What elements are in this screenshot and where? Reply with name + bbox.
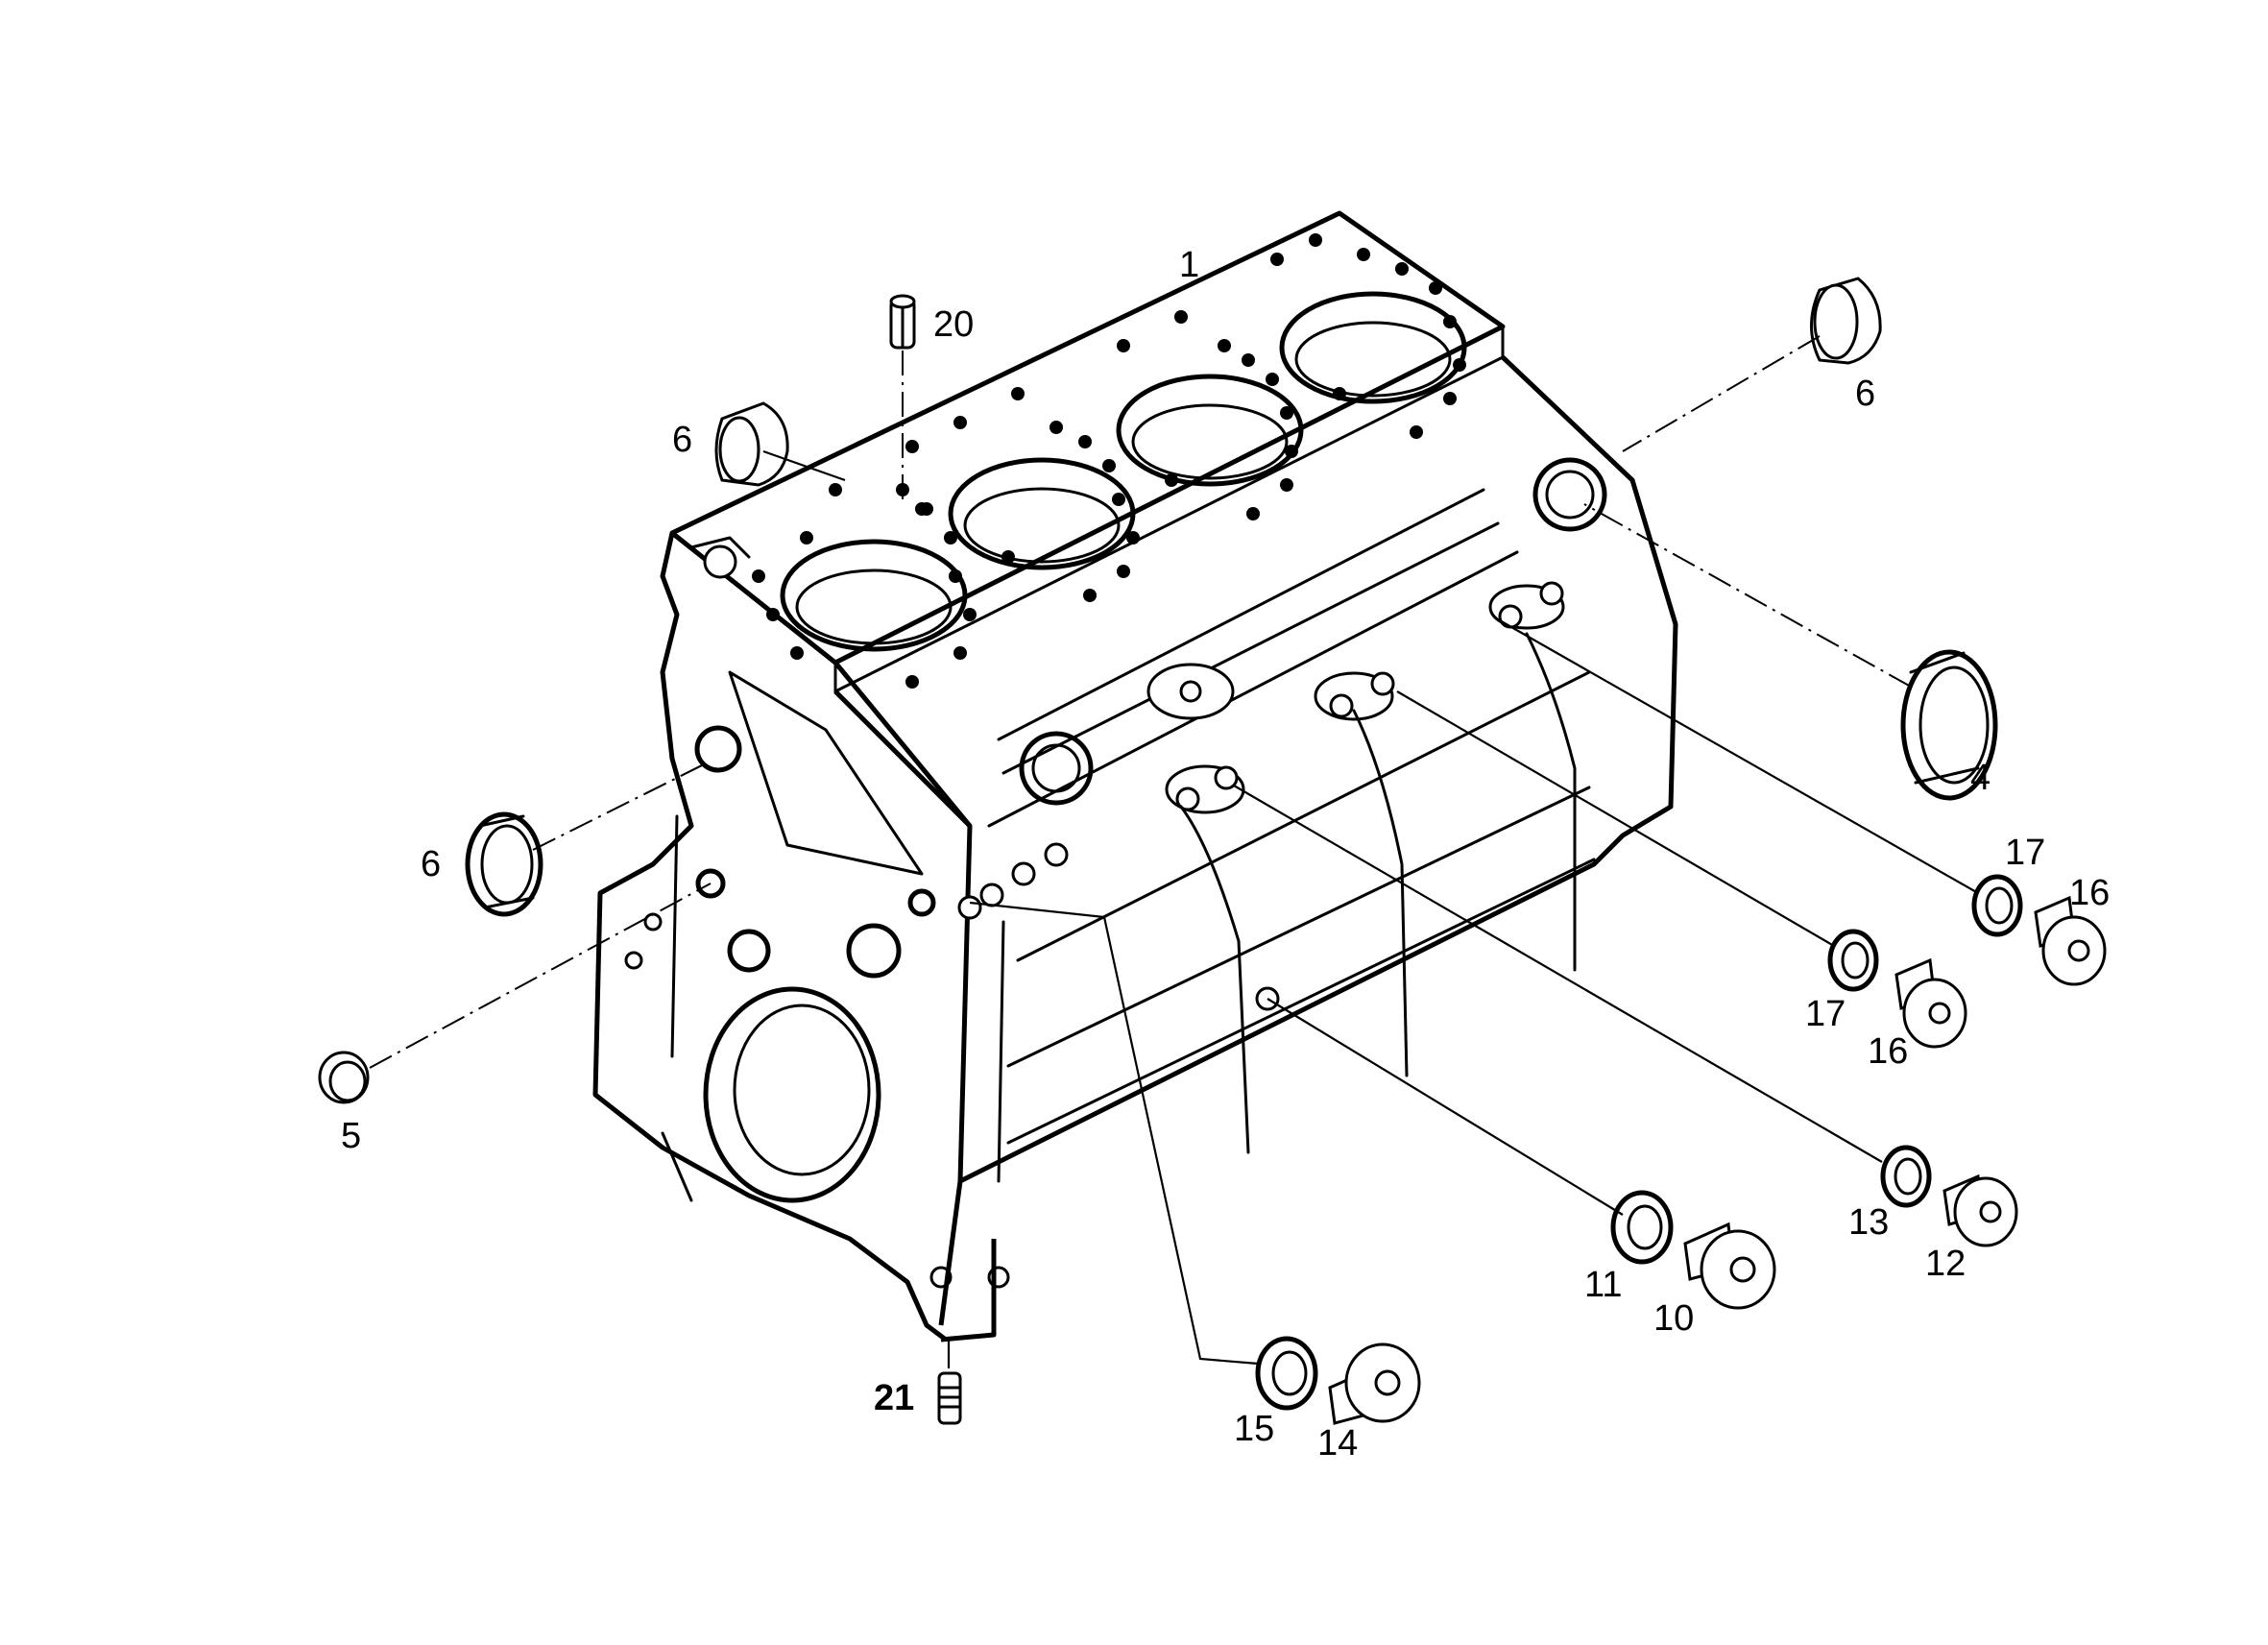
washer-15 <box>1255 1336 1318 1411</box>
callout-17-upper: 17 <box>2005 833 2045 873</box>
engine-block <box>592 210 1678 1343</box>
callout-12: 12 <box>1925 1244 1966 1284</box>
stud-21 <box>937 1371 962 1425</box>
callout-14: 14 <box>1317 1423 1358 1464</box>
core-plug-5 <box>318 1051 370 1104</box>
core-plug-6-upper-right <box>1810 277 1882 365</box>
callout-16-lower: 16 <box>1868 1031 1908 1072</box>
washer-17-lower <box>1827 929 1879 992</box>
callout-6-upper-right: 6 <box>1855 374 1875 414</box>
dowel-pin-20 <box>889 294 916 350</box>
callout-1: 1 <box>1179 245 1199 285</box>
callout-21: 21 <box>874 1378 914 1418</box>
seal-ring-4 <box>1900 649 1998 801</box>
plug-screw-10 <box>1683 1222 1776 1310</box>
callout-13: 13 <box>1848 1202 1889 1243</box>
callout-15: 15 <box>1234 1409 1274 1449</box>
plug-screw-16-lower <box>1894 957 1967 1049</box>
washer-17-upper <box>1971 874 2023 937</box>
washer-11 <box>1610 1190 1674 1265</box>
callout-6-upper-left: 6 <box>672 420 692 460</box>
callout-11: 11 <box>1584 1265 1622 1305</box>
seal-ring-6-left <box>465 811 543 917</box>
callout-16-upper: 16 <box>2069 873 2110 913</box>
plug-screw-16-upper <box>2034 895 2107 986</box>
callout-5: 5 <box>341 1116 361 1156</box>
callout-20: 20 <box>933 304 974 345</box>
callout-6-left: 6 <box>421 844 441 884</box>
plug-screw-12 <box>1942 1173 2018 1247</box>
callout-10: 10 <box>1653 1298 1694 1339</box>
washer-13 <box>1880 1145 1932 1208</box>
callout-17-lower: 17 <box>1805 994 1846 1034</box>
callout-4: 4 <box>1970 758 1991 798</box>
plug-screw-14 <box>1328 1343 1421 1425</box>
core-plug-6-upper-left <box>714 401 789 487</box>
